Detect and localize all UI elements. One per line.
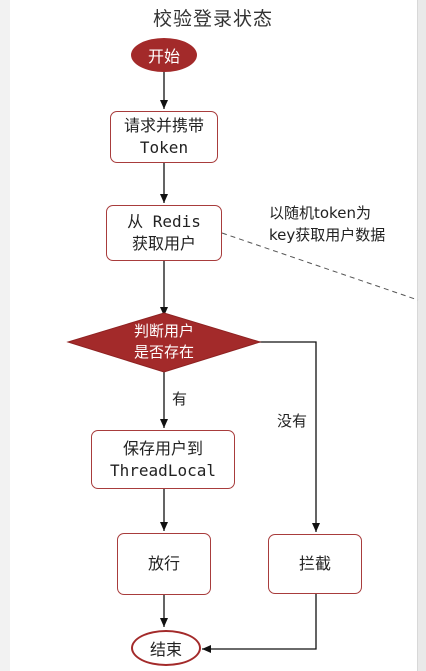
annotation-note: 以随机token为 key获取用户数据: [269, 204, 386, 244]
edge-block-end: [202, 594, 317, 653]
block-label: 拦截: [298, 554, 331, 573]
right-swimlane: [417, 0, 426, 671]
request-token-node: 请求并携带 Token: [110, 111, 218, 163]
redis-fetch-node: 从 Redis 获取用户: [106, 205, 222, 261]
left-swimlane: [0, 0, 10, 671]
edge-label-yes: 有: [172, 390, 188, 408]
allow-label: 放行: [147, 554, 180, 573]
save-threadlocal-node: 保存用户到 ThreadLocal: [91, 430, 235, 489]
redis-fetch-label: 从 Redis 获取用户: [127, 212, 201, 253]
save-threadlocal-label: 保存用户到 ThreadLocal: [110, 438, 216, 480]
start-node: 开始: [131, 38, 197, 72]
allow-node: 放行: [117, 533, 211, 595]
block-node: 拦截: [268, 534, 362, 594]
annotation-leader: [221, 232, 419, 301]
edge-label-no: 没有: [277, 412, 308, 430]
diagram-title: 校验登录状态: [152, 8, 273, 30]
request-token-label: 请求并携带 Token: [123, 116, 204, 157]
decision-label: 判断用户 是否存在: [133, 322, 194, 361]
start-node-label: 开始: [147, 47, 180, 66]
edge-decision-block: [259, 341, 320, 532]
decision-diamond: [66, 312, 262, 373]
end-node: 结束: [131, 630, 201, 666]
end-node-label: 结束: [149, 640, 182, 659]
